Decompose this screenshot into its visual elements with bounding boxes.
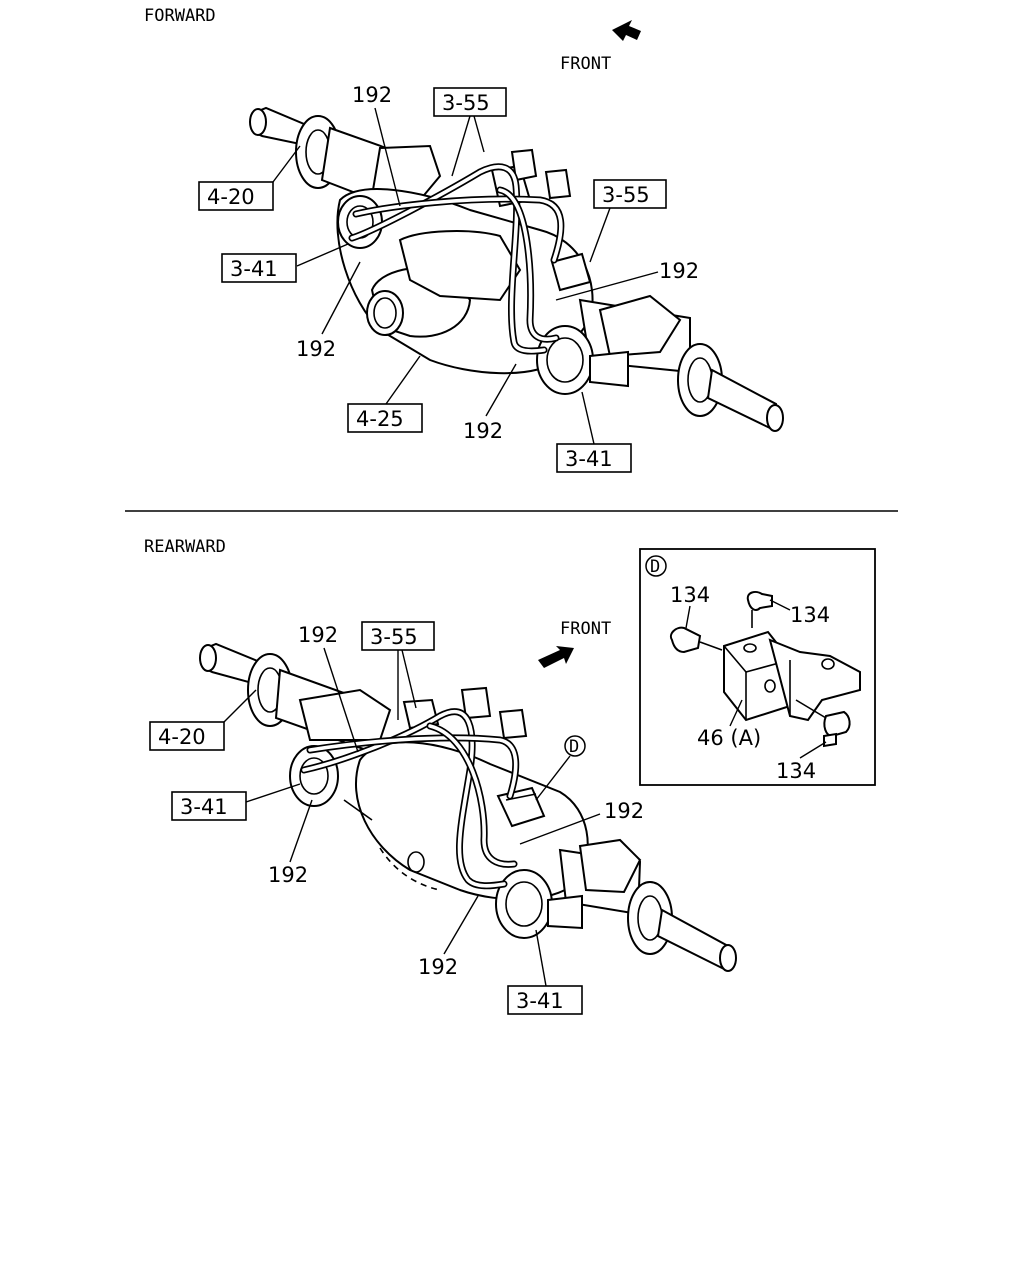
rwd-label-192-left: 192 (268, 863, 308, 887)
fwd-label-192-left: 192 (296, 337, 336, 361)
rearward-leader-lines (223, 647, 601, 987)
rwd-label-192-right: 192 (604, 799, 644, 823)
detail-d-panel: D 134 134 46 (A) 134 (639, 548, 876, 786)
rearward-axle-drawing (199, 642, 737, 972)
fwd-label-341-left: 3-41 (230, 257, 278, 281)
rwd-label-420: 4-20 (158, 725, 206, 749)
detail-d-circle (645, 555, 667, 577)
rwd-ref-box-355-top (361, 621, 435, 651)
fwd-label-425: 4-25 (356, 407, 404, 431)
detail-label-134-c: 134 (776, 759, 816, 783)
detail-d-label: D (650, 557, 660, 577)
rwd-callout-d: D (569, 737, 579, 757)
fwd-label-192-right: 192 (659, 259, 699, 283)
detail-label-46a: 46 (A) (697, 726, 761, 750)
fwd-ref-box-341-left (221, 253, 297, 283)
fwd-label-355-right: 3-55 (602, 183, 650, 207)
forward-leader-lines (272, 107, 659, 445)
fwd-label-192-top: 192 (352, 83, 392, 107)
rearward-front-label: FRONT (560, 619, 611, 639)
fwd-ref-box-355-right (593, 179, 667, 209)
rwd-ref-box-420 (149, 721, 225, 751)
rwd-ref-box-341-left (171, 791, 247, 821)
rwd-ref-box-341-bottom (507, 985, 583, 1015)
fwd-ref-box-425 (347, 403, 423, 433)
rwd-label-355-top: 3-55 (370, 625, 418, 649)
forward-title: FORWARD (144, 6, 216, 26)
detail-label-134-b: 134 (790, 603, 830, 627)
forward-section: FORWARD FRONT (144, 6, 784, 473)
front-arrow-rear-icon (538, 646, 574, 668)
rwd-label-341-bottom: 3-41 (516, 989, 564, 1013)
forward-axle-drawing (249, 106, 784, 432)
front-arrow-icon (612, 20, 641, 41)
fwd-label-420: 4-20 (207, 185, 255, 209)
rwd-label-341-left: 3-41 (180, 795, 228, 819)
fwd-label-341-bottom: 3-41 (565, 447, 613, 471)
rearward-title: REARWARD (144, 537, 226, 557)
fwd-ref-box-420 (198, 181, 274, 211)
fwd-ref-box-355-top (433, 87, 507, 117)
fwd-label-355-top: 3-55 (442, 91, 490, 115)
rwd-label-192-bottom: 192 (418, 955, 458, 979)
detail-label-134-a: 134 (670, 583, 710, 607)
rearward-section: REARWARD FRONT (144, 537, 737, 1015)
fwd-label-192-bottom: 192 (463, 419, 503, 443)
fwd-ref-box-341-bottom (556, 443, 632, 473)
rwd-callout-d-circle (564, 735, 586, 757)
forward-front-label: FRONT (560, 54, 611, 74)
rwd-label-192-top: 192 (298, 623, 338, 647)
